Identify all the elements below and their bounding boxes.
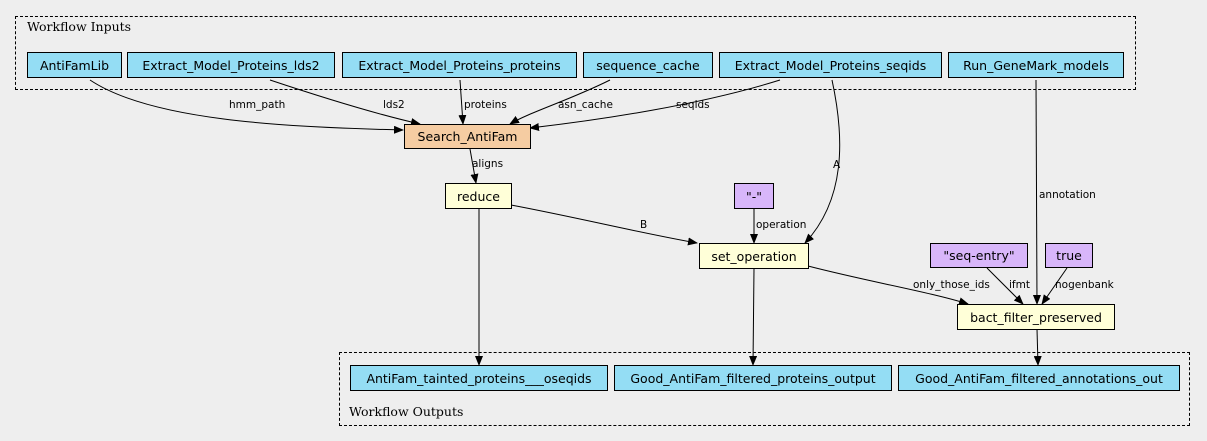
edge-label-b: B <box>640 219 648 231</box>
parameter-node-seq-entry[interactable]: "seq-entry" <box>930 243 1028 268</box>
edge-label-annotation: annotation <box>1039 189 1096 201</box>
edge-label-ifmt: ifmt <box>1009 279 1030 291</box>
edge-only-those-ids <box>807 265 969 306</box>
edge-proteins <box>458 79 467 125</box>
edge-label-operation: operation <box>756 219 807 231</box>
edge-label-seqids: seqids <box>676 99 710 111</box>
edge-annotations-out <box>1033 328 1042 366</box>
edge-aligns <box>469 148 479 184</box>
input-node-genemark[interactable]: Run_GeneMark_models <box>948 52 1124 78</box>
workflow-inputs-cluster <box>15 16 1136 90</box>
expression-node-reduce[interactable]: reduce <box>445 183 512 209</box>
output-node-tainted-proteins[interactable]: AntiFam_tainted_proteins___oseqids <box>350 365 608 391</box>
workflow-inputs-label: Workflow Inputs <box>27 19 132 34</box>
output-node-filtered-proteins[interactable]: Good_AntiFam_filtered_proteins_output <box>614 365 892 391</box>
workflow-outputs-label: Workflow Outputs <box>349 404 464 419</box>
output-node-filtered-annotations[interactable]: Good_AntiFam_filtered_annotations_out <box>898 365 1180 391</box>
edge-label-asn-cache: asn_cache <box>558 99 613 111</box>
input-node-sequence-cache[interactable]: sequence_cache <box>583 52 713 78</box>
edge-label-a: A <box>833 159 841 171</box>
edge-b <box>510 204 698 246</box>
input-node-antifamlib[interactable]: AntiFamLib <box>27 52 122 78</box>
expression-node-bact-filter-preserved[interactable]: bact_filter_preserved <box>957 304 1115 330</box>
edge-label-proteins: proteins <box>464 99 507 111</box>
edge-seqids <box>529 79 781 131</box>
edge-hmm-path <box>89 79 404 134</box>
input-node-seqids[interactable]: Extract_Model_Proteins_seqids <box>719 52 942 78</box>
parameter-node-dash[interactable]: "-" <box>734 183 774 209</box>
edge-a <box>804 79 841 244</box>
input-node-proteins[interactable]: Extract_Model_Proteins_proteins <box>342 52 577 78</box>
input-node-lds2[interactable]: Extract_Model_Proteins_lds2 <box>127 52 335 78</box>
edge-label-hmm-path: hmm_path <box>229 99 286 111</box>
edge-annotation <box>1032 79 1041 305</box>
edge-label-lds2: lds2 <box>383 99 405 111</box>
workflow-outputs-cluster <box>339 352 1190 426</box>
edge-label-only-those-ids: only_those_ids <box>913 279 990 291</box>
edge-label-nogenbank: nogenbank <box>1055 279 1114 291</box>
edge-asn-cache <box>509 79 611 125</box>
edge-label-aligns: aligns <box>472 158 504 170</box>
edge-nogenbank <box>1041 267 1068 305</box>
parameter-node-true[interactable]: true <box>1045 243 1093 268</box>
edge-ifmt <box>986 267 1024 305</box>
edge-lds2 <box>269 79 421 126</box>
expression-node-set-operation[interactable]: set_operation <box>699 243 809 269</box>
edge-proteins-out <box>749 267 758 366</box>
tool-node-search-antifam[interactable]: Search_AntiFam <box>404 124 531 149</box>
